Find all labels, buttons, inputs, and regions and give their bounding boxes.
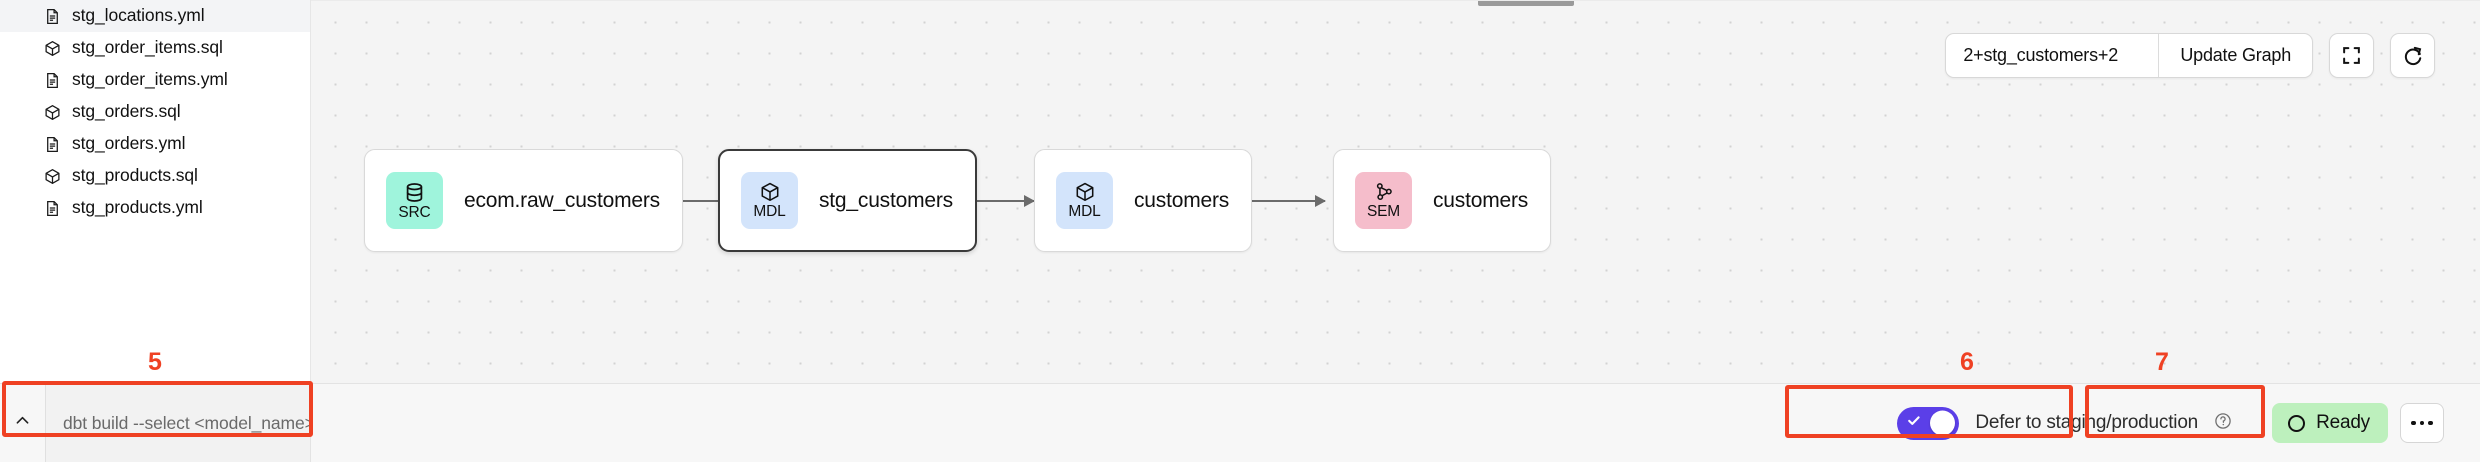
file-item-stg-products-yml[interactable]: stg_products.yml <box>0 192 310 224</box>
file-tree-sidebar[interactable]: stg_locations.yml stg_order_items.sql <box>0 0 311 383</box>
ellipsis-icon <box>2419 420 2425 426</box>
edge-customers-to-sem <box>1225 200 1325 202</box>
edge-stg-to-customers <box>935 200 1034 202</box>
graph-node-stg-customers[interactable]: MDL stg_customers <box>718 149 977 252</box>
bottom-bar: Defer to staging/production Ready <box>0 383 2480 462</box>
refresh-icon <box>2402 45 2424 67</box>
node-badge-label: SRC <box>398 203 431 221</box>
file-item-label: stg_locations.yml <box>72 5 205 26</box>
refresh-button[interactable] <box>2390 33 2435 78</box>
status-group: Ready <box>2264 397 2452 449</box>
toolbar-divider <box>2158 34 2160 77</box>
file-item-label: stg_orders.sql <box>72 101 181 122</box>
fullscreen-button[interactable] <box>2329 33 2374 78</box>
defer-toggle[interactable] <box>1897 406 1960 440</box>
defer-toggle-label: Defer to staging/production <box>1975 412 2199 433</box>
node-badge-src: SRC <box>386 172 443 229</box>
node-badge-mdl: MDL <box>741 172 798 229</box>
cube-icon <box>1074 181 1096 203</box>
graph-selector-group: Update Graph <box>1945 33 2313 78</box>
ellipsis-icon <box>2428 420 2433 426</box>
node-title: ecom.raw_customers <box>464 188 660 212</box>
node-badge-mdl: MDL <box>1056 172 1113 229</box>
top-region: stg_locations.yml stg_order_items.sql <box>0 0 2480 383</box>
database-icon <box>403 181 426 204</box>
command-bar <box>0 384 311 462</box>
file-item-stg-orders-yml[interactable]: stg_orders.yml <box>0 128 310 160</box>
check-icon <box>1906 413 1922 434</box>
help-circle-icon[interactable] <box>2214 412 2232 435</box>
graph-node-customers-model[interactable]: MDL customers <box>1034 149 1253 252</box>
command-input[interactable] <box>46 384 310 462</box>
update-graph-button[interactable]: Update Graph <box>2159 34 2312 77</box>
chevron-up-icon <box>13 411 32 435</box>
toggle-knob <box>1930 410 1956 436</box>
canvas-scroll-indicator <box>1478 1 1574 6</box>
cube-sql-icon <box>44 104 61 121</box>
defer-toggle-group[interactable]: Defer to staging/production <box>1889 399 2242 448</box>
node-badge-label: MDL <box>753 203 786 221</box>
node-badge-label: SEM <box>1367 203 1400 221</box>
file-yml-icon <box>44 8 61 25</box>
more-options-button[interactable] <box>2400 403 2444 443</box>
bottom-bar-right: Defer to staging/production Ready <box>311 384 2480 462</box>
ellipsis-icon <box>2411 420 2416 426</box>
file-yml-icon <box>44 72 61 89</box>
node-badge-label: MDL <box>1068 203 1101 221</box>
file-item-label: stg_products.yml <box>72 197 203 218</box>
status-badge[interactable]: Ready <box>2272 403 2388 443</box>
file-item-stg-order-items-sql[interactable]: stg_order_items.sql <box>0 32 310 64</box>
file-item-stg-products-sql[interactable]: stg_products.sql <box>0 160 310 192</box>
node-title: stg_customers <box>819 188 953 212</box>
cube-sql-icon <box>44 40 61 57</box>
cube-icon <box>759 181 781 203</box>
lineage-graph-canvas[interactable]: Update Graph <box>311 0 2480 383</box>
file-yml-icon <box>44 136 61 153</box>
annotation-number-6: 6 <box>1960 348 1974 376</box>
file-item-label: stg_order_items.sql <box>72 37 223 58</box>
fullscreen-icon <box>2341 45 2362 66</box>
node-badge-sem: SEM <box>1355 172 1412 229</box>
file-item-stg-order-items-yml[interactable]: stg_order_items.yml <box>0 64 310 96</box>
annotation-number-5: 5 <box>148 348 162 376</box>
semantic-icon <box>1373 181 1395 203</box>
command-bar-collapse-button[interactable] <box>0 384 46 462</box>
file-yml-icon <box>44 200 61 217</box>
status-circle-icon <box>2288 414 2306 432</box>
file-item-label: stg_products.sql <box>72 165 198 186</box>
file-item-label: stg_order_items.yml <box>72 69 228 90</box>
graph-node-ecom-raw-customers[interactable]: SRC ecom.raw_customers <box>364 149 683 252</box>
file-item-label: stg_orders.yml <box>72 133 186 154</box>
file-item-stg-locations-yml[interactable]: stg_locations.yml <box>0 0 310 32</box>
graph-toolbar: Update Graph <box>1945 33 2435 78</box>
annotation-number-7: 7 <box>2155 348 2169 376</box>
file-list: stg_locations.yml stg_order_items.sql <box>0 0 310 224</box>
status-badge-label: Ready <box>2316 412 2370 433</box>
graph-node-customers-semantic[interactable]: SEM customers <box>1333 149 1552 252</box>
node-title: customers <box>1433 188 1529 212</box>
file-item-stg-orders-sql[interactable]: stg_orders.sql <box>0 96 310 128</box>
cube-sql-icon <box>44 168 61 185</box>
node-title: customers <box>1134 188 1230 212</box>
graph-selector-input[interactable] <box>1946 34 2159 77</box>
